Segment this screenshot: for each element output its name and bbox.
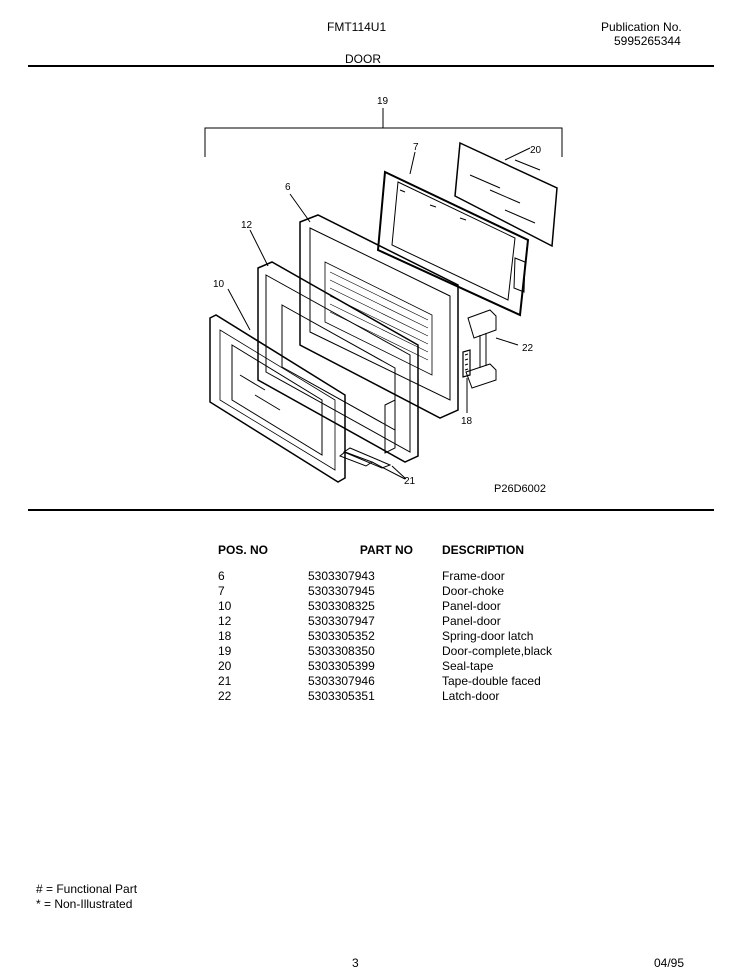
door-choke-part <box>376 170 530 317</box>
callout-6: 6 <box>285 182 291 193</box>
table-row: 20 5303305399 Seal-tape <box>218 659 642 674</box>
description-header: DESCRIPTION <box>442 543 525 557</box>
table-row: 12 5303307947 Panel-door <box>218 614 642 629</box>
pos-no: 12 <box>218 614 232 628</box>
callout-22: 22 <box>522 343 534 354</box>
revision-date: 04/95 <box>654 956 685 970</box>
description: Spring-door latch <box>442 629 534 643</box>
description: Frame-door <box>442 569 505 583</box>
diagram-rule <box>28 509 714 511</box>
header-rule <box>28 65 714 67</box>
table-row: 6 5303307943 Frame-door <box>218 569 642 584</box>
part-no: 5303308325 <box>308 599 375 613</box>
part-no: 5303308350 <box>308 644 375 658</box>
figure-code: P26D6002 <box>494 483 546 495</box>
latch-door-part <box>465 309 497 389</box>
outer-panel-door-part <box>209 314 346 483</box>
part-no: 5303307946 <box>308 674 375 688</box>
callout-7: 7 <box>413 142 419 153</box>
pos-no: 6 <box>218 569 225 583</box>
exploded-door-diagram <box>204 108 563 483</box>
pos-no: 21 <box>218 674 232 688</box>
callout-19: 19 <box>377 96 389 107</box>
callout-12: 12 <box>241 220 253 231</box>
table-row: 10 5303308325 Panel-door <box>218 599 642 614</box>
callout-18: 18 <box>461 416 473 427</box>
pos-no: 18 <box>218 629 232 643</box>
model-number: FMT114U1 <box>327 20 387 34</box>
assembly-bracket <box>204 127 563 157</box>
part-no: 5303305399 <box>308 659 375 673</box>
publication-number: 5995265344 <box>614 34 681 48</box>
table-row: 22 5303305351 Latch-door <box>218 689 642 704</box>
table-row: 19 5303308350 Door-complete,black <box>218 644 642 659</box>
table-row: 18 5303305352 Spring-door latch <box>218 629 642 644</box>
pos-no: 20 <box>218 659 232 673</box>
legend-functional-part: # = Functional Part <box>36 882 138 896</box>
table-row: 7 5303307945 Door-choke <box>218 584 642 599</box>
callout-20: 20 <box>530 145 542 156</box>
publication-label: Publication No. <box>601 20 682 34</box>
tape-part <box>339 399 396 469</box>
pos-no-header: POS. NO <box>218 543 269 557</box>
description: Seal-tape <box>442 659 494 673</box>
section-title: DOOR <box>345 52 381 66</box>
description: Latch-door <box>442 689 500 703</box>
frame-door-part <box>299 214 459 419</box>
description: Panel-door <box>442 599 501 613</box>
spring-door-latch-part <box>462 349 471 378</box>
part-no-header: PART NO <box>359 543 413 557</box>
description: Door-choke <box>442 584 505 598</box>
page-number: 3 <box>352 956 359 970</box>
parts-table-header: POS. NO PART NO DESCRIPTION <box>218 543 642 569</box>
description: Tape-double faced <box>442 674 541 688</box>
description: Door-complete,black <box>442 644 553 658</box>
table-row: 21 5303307946 Tape-double faced <box>218 674 642 689</box>
part-no: 5303307943 <box>308 569 375 583</box>
callout-10: 10 <box>213 279 225 290</box>
pos-no: 22 <box>218 689 232 703</box>
part-no: 5303307945 <box>308 584 375 598</box>
parts-table: POS. NO PART NO DESCRIPTION 6 5303307943 F… <box>218 543 642 704</box>
pos-no: 10 <box>218 599 232 613</box>
part-no: 5303307947 <box>308 614 375 628</box>
pos-no: 19 <box>218 644 232 658</box>
legend-non-illustrated: * = Non-Illustrated <box>36 897 133 911</box>
part-no: 5303305351 <box>308 689 375 703</box>
description: Panel-door <box>442 614 501 628</box>
callout-21: 21 <box>404 476 416 487</box>
seal-tape-part <box>454 141 558 248</box>
pos-no: 7 <box>218 584 225 598</box>
part-no: 5303305352 <box>308 629 375 643</box>
